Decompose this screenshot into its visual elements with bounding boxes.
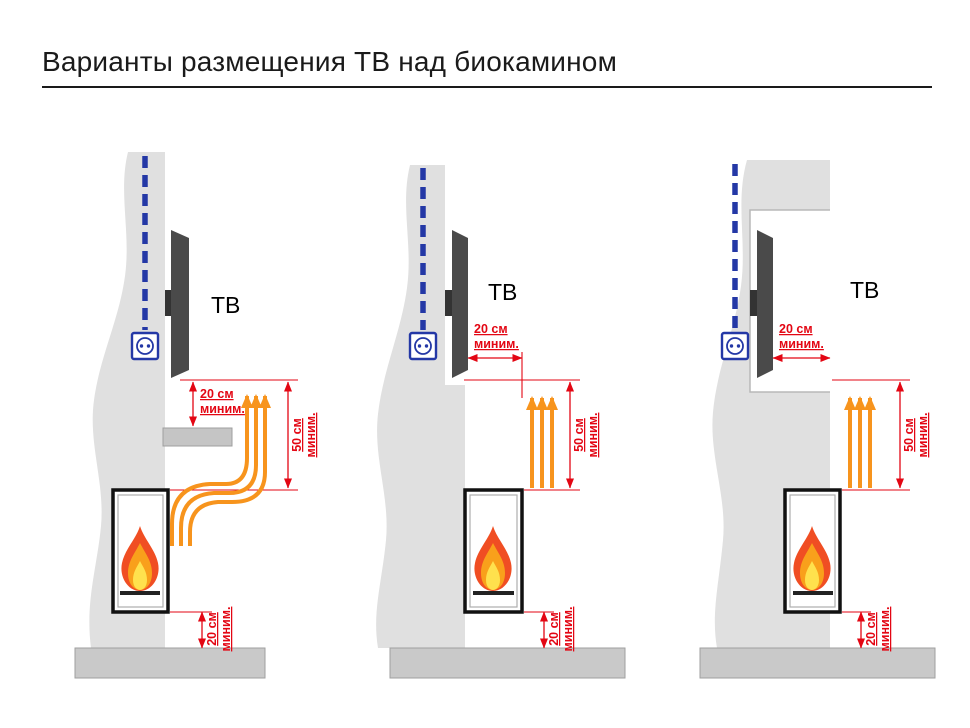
wall <box>376 165 465 648</box>
dim-50cm-clearance: 50 см миним. <box>464 379 600 491</box>
dim-50cm-label-line2: миним. <box>586 413 600 458</box>
page-title: Варианты размещения ТВ над биокамином <box>42 46 618 77</box>
dim-20cm-floor-clearance: 20 см миним. <box>524 607 575 652</box>
floor-slab <box>699 647 936 679</box>
floor-slab <box>389 647 626 679</box>
diagram-variant-3-niche: 20 см миним. 50 см миним. 20 см миним. Т… <box>699 160 936 679</box>
tv-side-panel <box>750 230 773 378</box>
dim-20cm-floor-label-line1: 20 см <box>864 612 878 646</box>
power-socket-icon <box>720 331 750 361</box>
dim-20cm-floor-label-line2: миним. <box>219 607 233 652</box>
dim-50cm-label-line2: миним. <box>916 413 930 458</box>
dim-20cm-label-line1: 20 см <box>474 322 508 336</box>
heat-flow-arrows <box>844 396 876 488</box>
dim-20cm-label-line2: миним. <box>474 337 519 351</box>
tv-side-panel <box>445 230 468 378</box>
dim-50cm-label-line1: 50 см <box>902 418 916 452</box>
title-underline <box>42 86 932 88</box>
power-socket-icon <box>408 331 438 361</box>
dim-20cm-label-line1: 20 см <box>200 387 234 401</box>
floor-slab <box>74 647 266 679</box>
dim-20cm-floor-clearance: 20 см миним. <box>842 607 892 652</box>
dim-50cm-label-line2: миним. <box>304 413 318 458</box>
dim-20cm-floor-label-line2: миним. <box>878 607 892 652</box>
fireplace <box>111 488 170 614</box>
dim-20cm-label-line1: 20 см <box>779 322 813 336</box>
heat-flow-arrows <box>526 396 558 488</box>
dim-20cm-depth-clearance: 20 см миним. <box>772 322 831 362</box>
dim-50cm-label-line1: 50 см <box>290 418 304 452</box>
heat-flow-arrows <box>170 394 271 546</box>
dim-20cm-label-line2: миним. <box>200 402 245 416</box>
dim-20cm-tv-shelf-clearance: 20 см миним. <box>180 379 298 427</box>
diagram-variant-1-shelf: 20 см миним. 50 см миним. 20 см миним. Т… <box>74 152 318 679</box>
dim-20cm-floor-label-line1: 20 см <box>547 612 561 646</box>
dim-20cm-depth-clearance: 20 см миним. <box>467 322 523 398</box>
diagram-variant-2-recessed: 20 см миним. 50 см миним. 20 см миним. Т… <box>376 165 626 679</box>
fireplace <box>463 488 524 614</box>
fireplace <box>783 488 842 614</box>
power-socket-icon <box>130 331 160 361</box>
dim-50cm-clearance: 50 см миним. <box>832 379 930 491</box>
tv-side-panel <box>165 230 189 378</box>
dim-20cm-floor-label-line2: миним. <box>561 607 575 652</box>
dim-20cm-label-line2: миним. <box>779 337 824 351</box>
tv-label: ТВ <box>850 277 879 303</box>
tv-label: ТВ <box>211 292 240 318</box>
dim-50cm-label-line1: 50 см <box>572 418 586 452</box>
tv-label: ТВ <box>488 279 517 305</box>
dim-20cm-floor-label-line1: 20 см <box>205 612 219 646</box>
protective-shelf <box>162 427 233 447</box>
dim-20cm-floor-clearance: 20 см миним. <box>170 607 233 652</box>
